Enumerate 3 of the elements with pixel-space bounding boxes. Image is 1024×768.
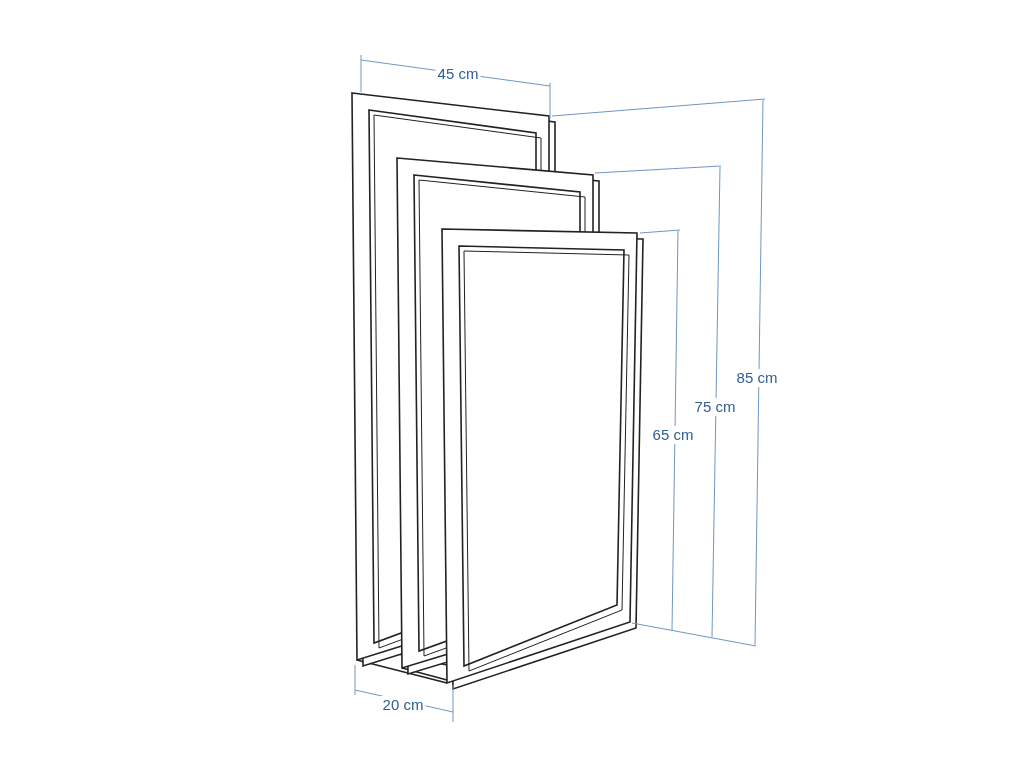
dimension-label: 85 cm bbox=[734, 369, 780, 387]
dimension-label: 75 cm bbox=[692, 398, 738, 416]
dimension-label: 65 cm bbox=[650, 426, 696, 444]
